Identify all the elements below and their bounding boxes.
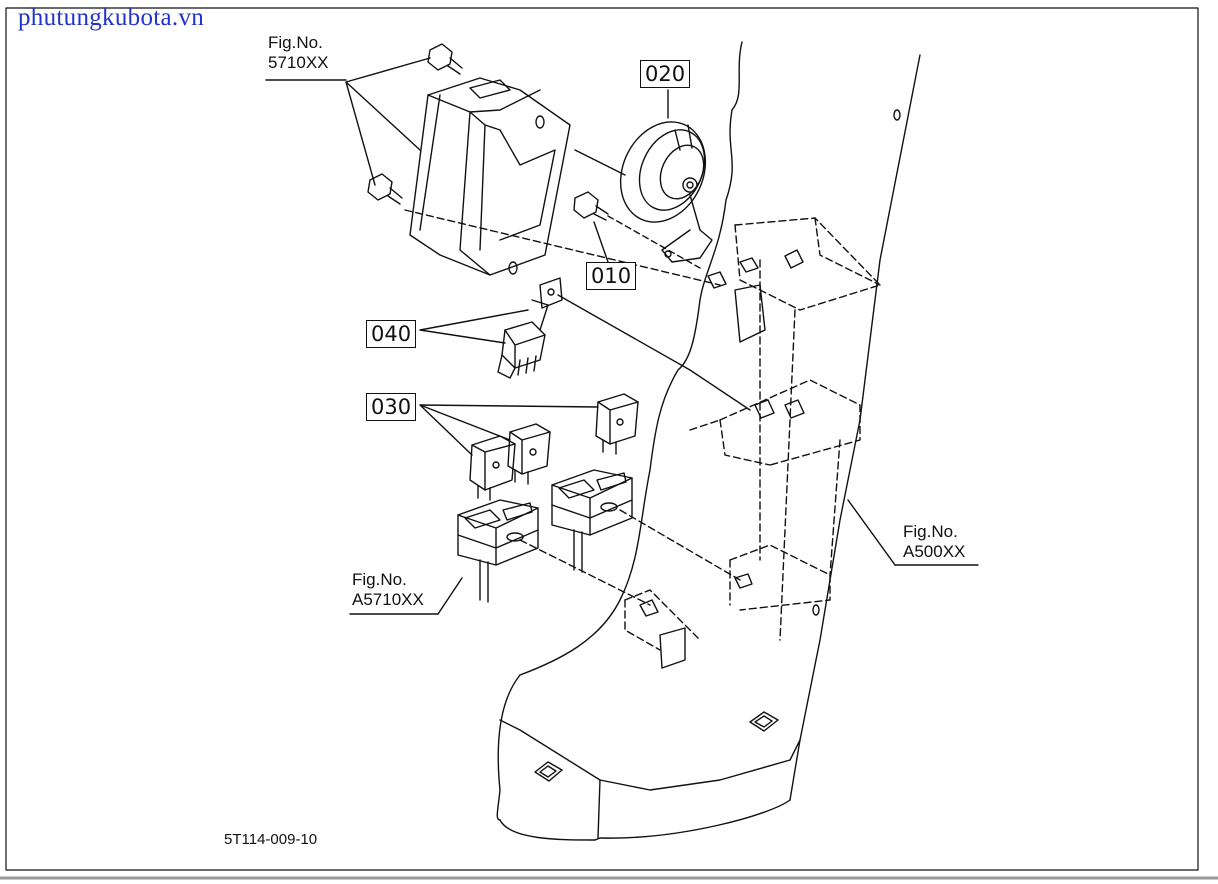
fig-right-line1: Fig.No.	[903, 522, 958, 541]
bolt-010	[573, 191, 701, 269]
fig-bottom-line1: Fig.No.	[352, 570, 407, 589]
fig-bottom-label: Fig.No. A5710XX	[352, 570, 424, 610]
leader-fig-top	[345, 57, 431, 186]
mounting-brackets	[404, 209, 881, 651]
fig-top-line2: 5710XX	[268, 53, 329, 72]
leader-030	[419, 404, 599, 456]
relay-sockets	[457, 469, 633, 603]
fig-top-label: Fig.No. 5710XX	[268, 33, 329, 73]
part-030-callout[interactable]: 030	[366, 393, 417, 421]
leader-010	[593, 221, 609, 263]
part-040-callout[interactable]: 040	[366, 320, 417, 348]
horn	[619, 121, 713, 263]
weld-nuts	[639, 249, 805, 669]
leader-fig-bottom	[437, 577, 463, 615]
relay-040	[497, 277, 563, 379]
horn-mount-line	[574, 149, 626, 176]
part-010-callout[interactable]: 010	[586, 262, 637, 290]
leader-040	[419, 309, 529, 344]
page-border	[5, 7, 1199, 871]
part-020-callout[interactable]: 020	[640, 60, 691, 88]
controller-unit	[409, 77, 571, 276]
controller-wire	[557, 294, 751, 411]
fender-panel	[496, 41, 921, 841]
fig-bottom-line2: A5710XX	[352, 590, 424, 609]
controller-bolts	[367, 43, 463, 205]
fig-right-line2: A500XX	[903, 542, 966, 561]
fig-top-line1: Fig.No.	[268, 33, 323, 52]
drawing-code: 5T114-009-10	[224, 831, 318, 848]
leader-fig-right	[847, 499, 896, 566]
fig-right-label: Fig.No. A500XX	[903, 522, 965, 562]
site-watermark: phutungkubota.vn	[18, 4, 205, 31]
